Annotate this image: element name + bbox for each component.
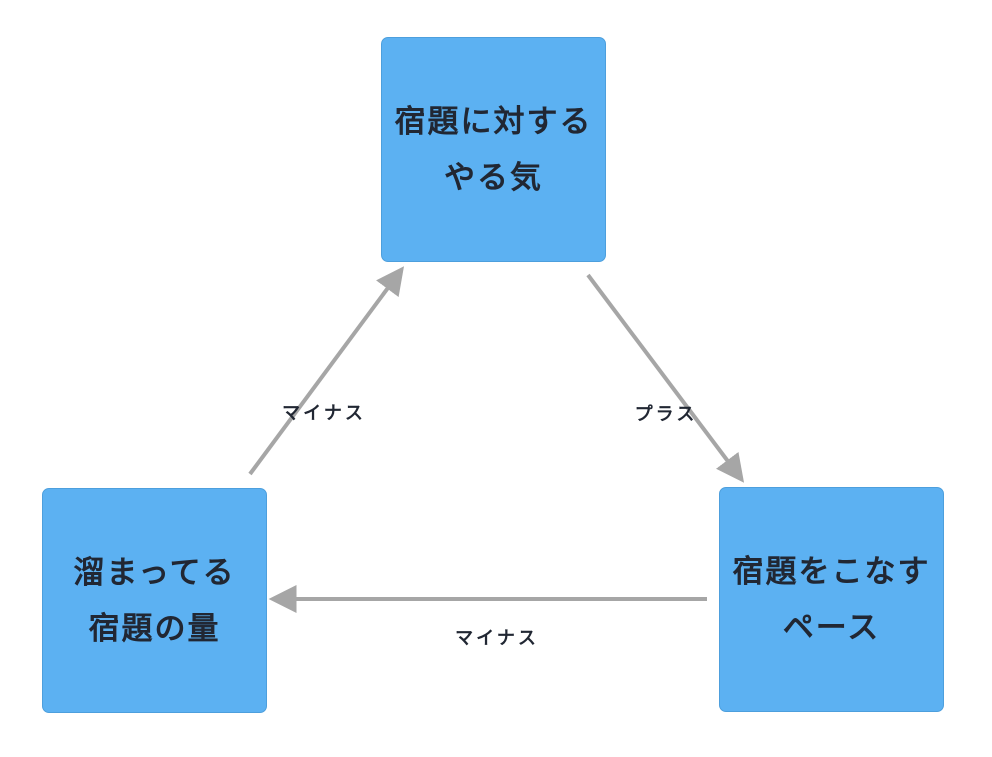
node-label-line: 宿題の量 [88,610,221,646]
node-label-line: 宿題をこなす [732,553,931,589]
edge-label-minus-bottom: マイナス [455,628,539,648]
node-homework-pace: 宿題をこなす ペース [719,487,944,712]
node-label-line: ペース [782,609,881,645]
node-label-line: やる気 [444,159,543,195]
node-label-line: 宿題に対する [394,103,593,139]
edge-label-minus-left: マイナス [282,403,366,423]
node-homework-motivation: 宿題に対する やる気 [381,37,606,262]
edge-backlog-to-motivation [248,266,405,476]
edge-motivation-to-pace [586,273,745,483]
node-homework-backlog: 溜まってる 宿題の量 [42,488,267,713]
node-label-line: 溜まってる [73,554,236,590]
edge-label-plus-right: プラス [634,404,698,424]
